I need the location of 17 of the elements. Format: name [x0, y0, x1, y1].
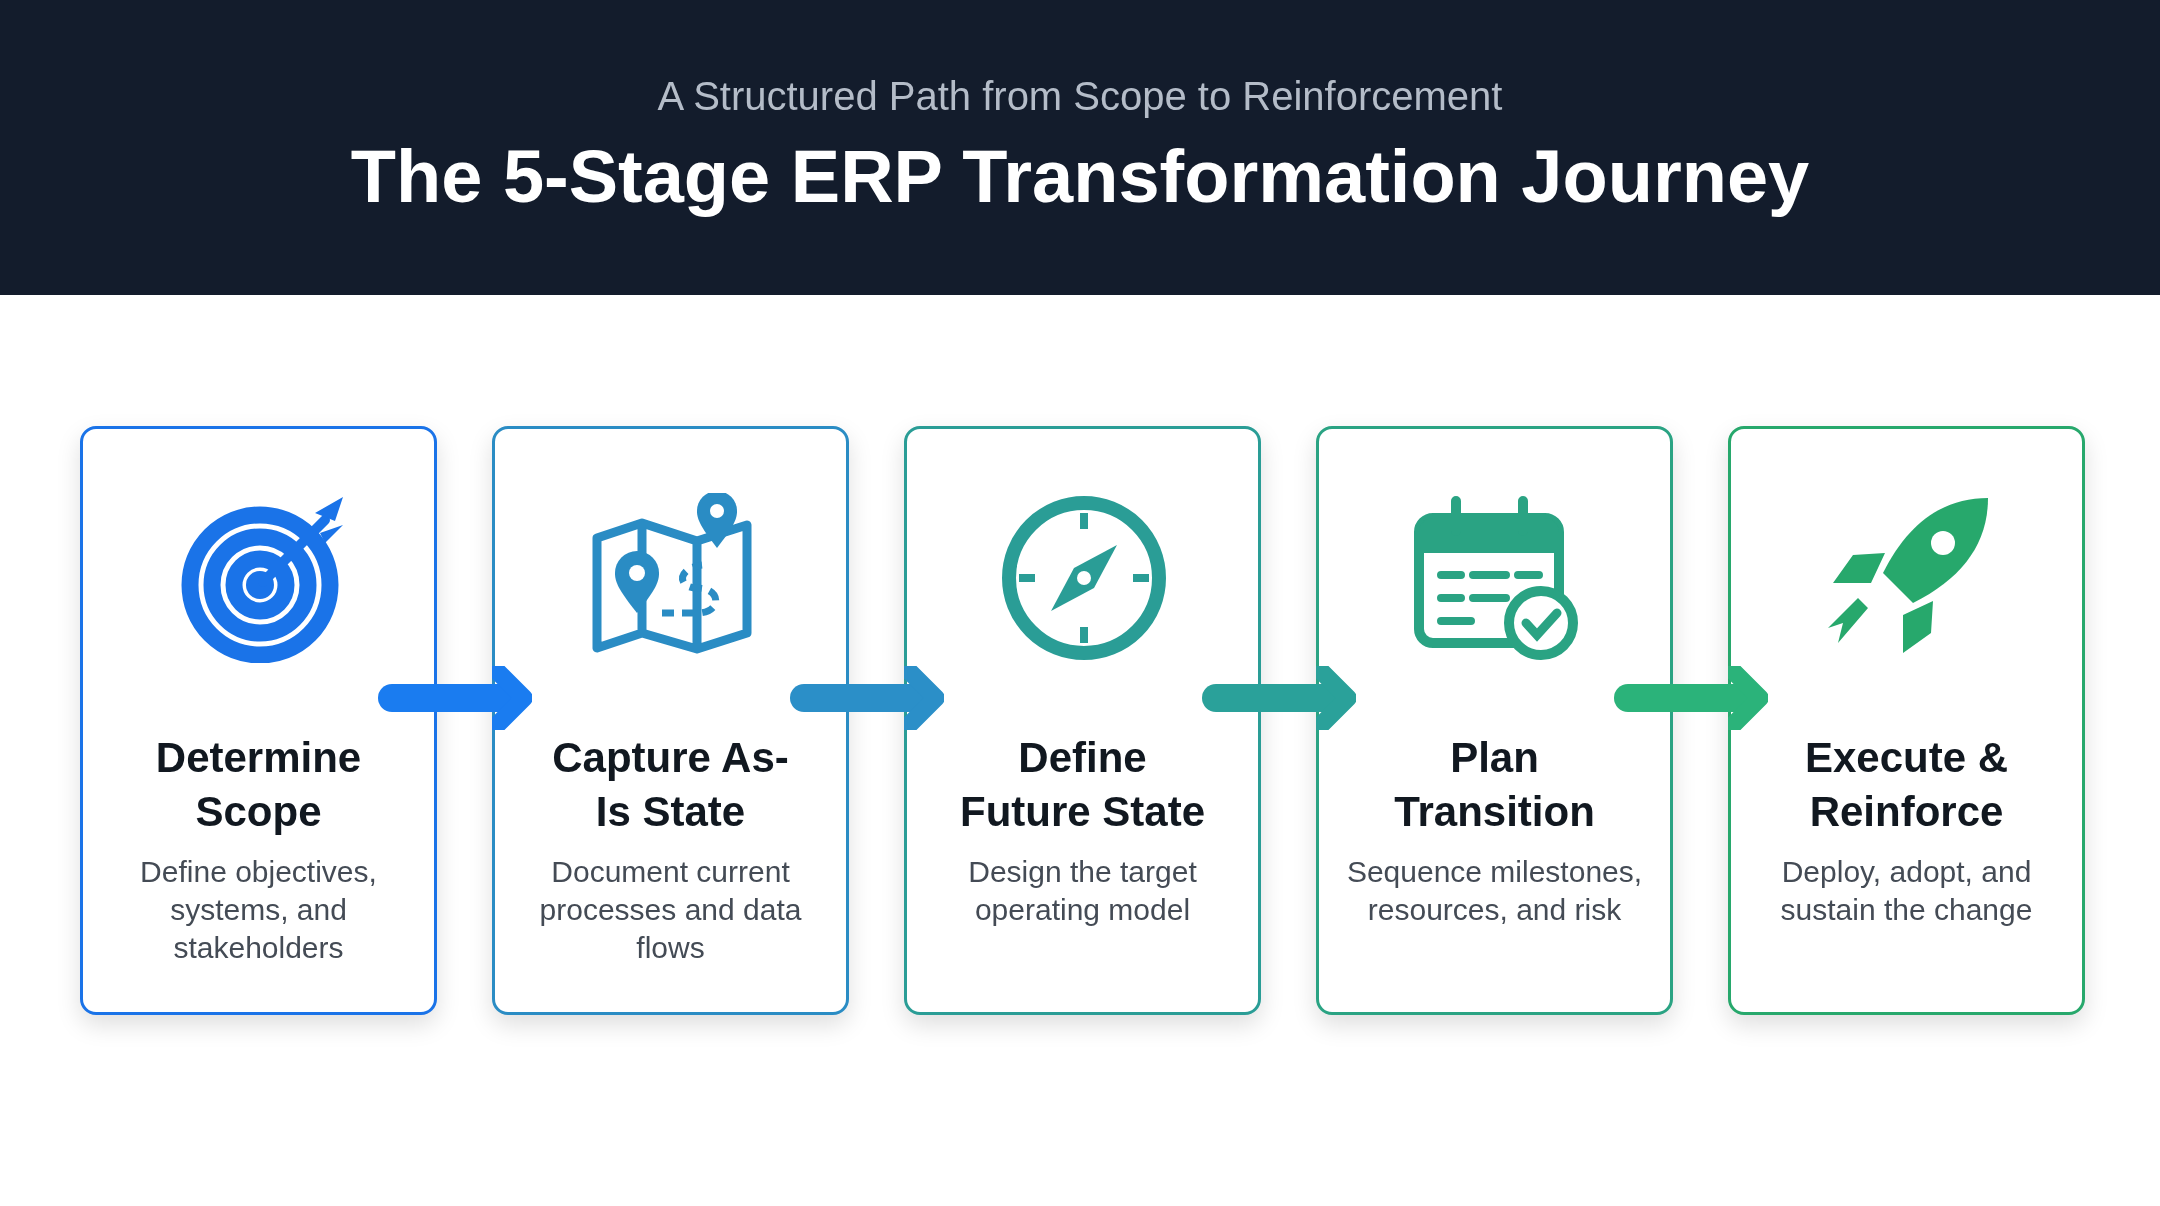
stage-title: Define Future State [959, 733, 1206, 837]
stage-title: Execute & Reinforce [1803, 733, 2010, 837]
subtitle: A Structured Path from Scope to Reinforcement [656, 74, 1504, 119]
stage-description: Define objectives, systems, and stakeholders [139, 854, 378, 966]
title: The 5-Stage ERP Transformation Journey [349, 134, 1811, 219]
stage-card [904, 426, 1261, 1015]
stage-title: Plan Transition [1393, 733, 1596, 837]
stage-card [80, 426, 437, 1015]
stage-title: Determine Scope [154, 733, 363, 837]
stage-description: Deploy, adopt, and sustain the change [1779, 854, 2034, 928]
stage-title: Capture As-Is State [551, 733, 790, 837]
stage-card [492, 426, 849, 1015]
stage-description: Document current processes and data flows [538, 854, 803, 966]
stage-card [1316, 426, 1673, 1015]
stage-description: Design the target operating model [967, 854, 1198, 928]
stage-description: Sequence milestones, resources, and risk [1345, 854, 1644, 928]
stage-card [1728, 426, 2085, 1015]
